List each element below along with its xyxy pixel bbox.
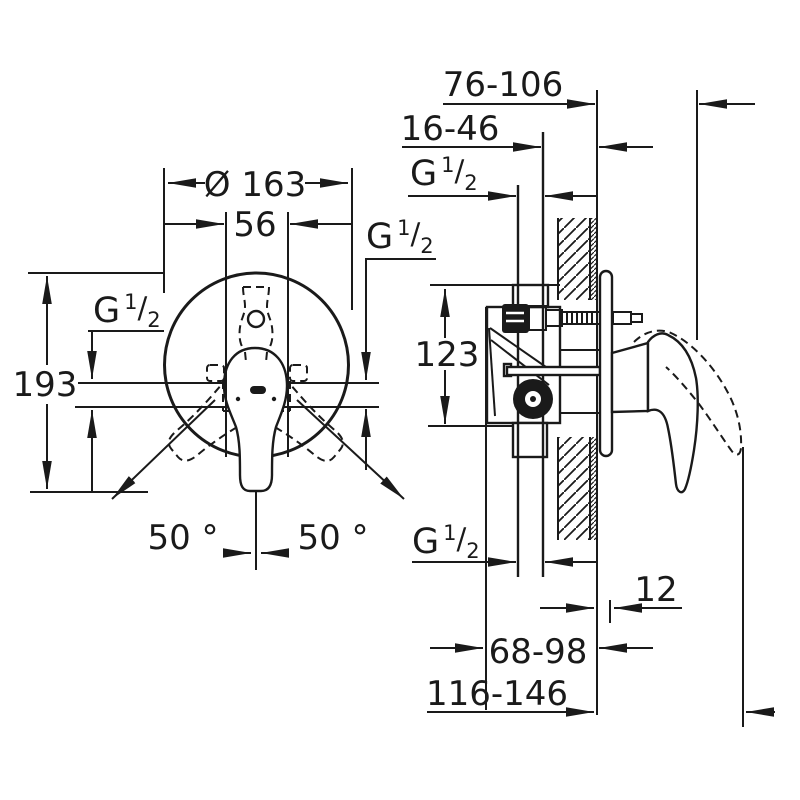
lever-handle-side — [646, 332, 699, 494]
handle-dot-left — [235, 396, 241, 402]
handle-hub-side — [610, 341, 650, 414]
dim-rough-in: 16-46 — [401, 109, 653, 152]
handle-logo-badge — [250, 386, 266, 394]
front-view: 50 ° 50 ° Ø 163 — [13, 165, 436, 570]
center-line-group — [223, 492, 289, 570]
dim-body-height: 123 — [415, 289, 480, 424]
valve-body — [485, 132, 612, 710]
lever-handle-front — [222, 346, 289, 493]
spindle-stub — [612, 311, 643, 325]
lever-handle-side-alt — [633, 329, 743, 456]
dim-total-depth: 116-146 — [426, 674, 775, 717]
label-rough-in: 16-46 — [401, 109, 500, 149]
dim-height-193: 193 — [13, 276, 78, 489]
lever-alt-position-right — [263, 386, 344, 462]
concealed-body-dashed-outline — [238, 286, 274, 359]
label-total-depth: 116-146 — [426, 674, 568, 714]
label-angle-right: 50 ° — [297, 518, 368, 558]
dim-diameter: Ø 163 — [168, 165, 348, 205]
side-view: 76-106 16-46 G1/2 123 G1/2 12 — [401, 65, 775, 727]
dim-protrusion: 76-106 — [443, 65, 755, 109]
fixing-screw — [505, 365, 602, 377]
label-width-56: 56 — [233, 205, 276, 245]
label-plate-depth: 12 — [634, 570, 677, 610]
label-protrusion: 76-106 — [443, 65, 563, 105]
wall-section — [557, 218, 597, 540]
spindle — [561, 311, 603, 325]
neck-dash-left — [244, 351, 247, 363]
escutcheon-plate-side — [598, 269, 614, 458]
lever-alt-position-left — [167, 386, 249, 462]
dim-width-56: 56 — [164, 205, 352, 245]
dim-angle-left: 50 ° — [111, 399, 219, 558]
label-height-193: 193 — [13, 365, 78, 405]
function-unit-hole — [246, 309, 266, 329]
label-body-height: 123 — [415, 335, 480, 375]
seal-ring — [513, 379, 553, 419]
dim-angle-right: 50 ° — [296, 399, 405, 558]
neck-dash-right — [265, 351, 268, 363]
label-diameter: Ø 163 — [204, 165, 306, 205]
handle-dot-right — [271, 396, 277, 402]
dim-mid-depth: 68-98 — [430, 632, 653, 672]
dim-plate-depth: 12 — [540, 570, 682, 613]
cartridge-nut — [502, 304, 529, 333]
front-extension-lines — [28, 168, 379, 493]
label-mid-depth: 68-98 — [489, 632, 588, 672]
label-angle-left: 50 ° — [147, 518, 218, 558]
